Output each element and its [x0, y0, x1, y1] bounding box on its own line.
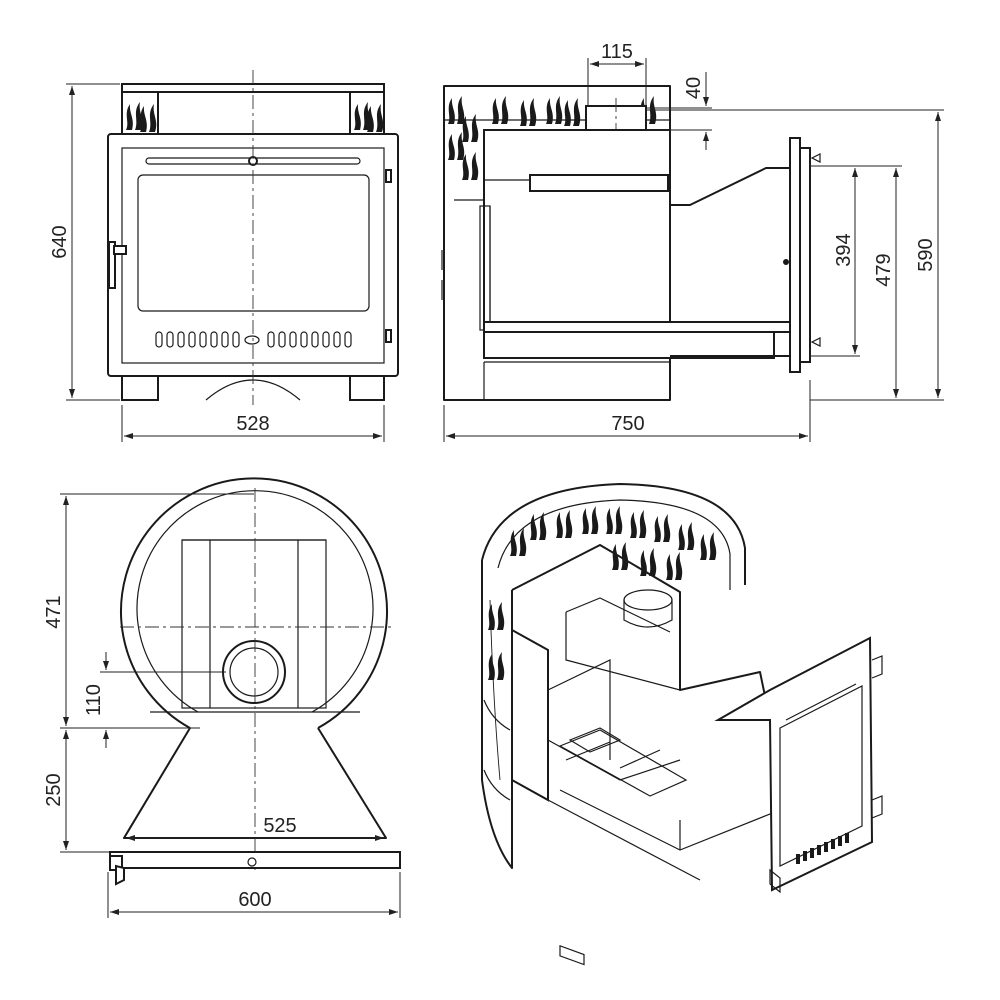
svg-text:750: 750 [611, 413, 644, 435]
iso-outer-shell-side [481, 560, 513, 869]
side-door-panel [789, 137, 801, 373]
iso-inner-top [511, 544, 771, 721]
side-section-view [441, 85, 821, 401]
iso-door-panel [779, 685, 863, 867]
svg-text:471: 471 [43, 595, 65, 628]
side-door-frame [799, 147, 811, 363]
door-479-dimension: 479 [810, 165, 902, 401]
flue-offset-dimension: 110 [83, 652, 226, 748]
iso-grate [559, 945, 585, 966]
front-view [107, 70, 399, 405]
svg-text:394: 394 [833, 233, 855, 266]
plan-door-handle [115, 864, 125, 886]
front-air-slots [155, 331, 352, 348]
door-394-dimension: 394 [810, 165, 860, 357]
svg-text:525: 525 [263, 815, 296, 837]
chimney-diameter-dimension: 115 [587, 41, 647, 106]
front-handle-grip [113, 245, 127, 255]
iso-flue-opening [623, 589, 673, 611]
front-foot-left [121, 375, 159, 401]
isometric-cutaway-view [481, 483, 883, 966]
iso-outer-shell-top [481, 483, 746, 585]
door-frame-width-dimension: 600 [107, 872, 401, 918]
iso-door-slots [796, 833, 849, 864]
front-width-dimension: 528 [121, 405, 385, 442]
side-length-dimension: 750 [443, 380, 811, 442]
plan-flue-outer [222, 640, 286, 704]
plan-depth-dimension: 471 [43, 493, 254, 729]
front-hinge-bottom [385, 329, 392, 343]
svg-text:115: 115 [601, 41, 633, 63]
plan-flue-inner [229, 647, 279, 697]
side-firebox [483, 129, 671, 329]
svg-text:640: 640 [49, 225, 71, 258]
front-door-handle [108, 241, 116, 289]
front-height-dimension: 640 [49, 83, 120, 401]
top-offset-dimension: 40 [646, 72, 712, 150]
svg-text:110: 110 [83, 684, 105, 716]
side-tunnel [670, 167, 791, 357]
side-ash-pan [483, 331, 775, 359]
svg-text:40: 40 [683, 77, 705, 99]
plan-firebox [181, 539, 327, 709]
svg-text:590: 590 [915, 238, 937, 271]
front-glass-window [137, 174, 370, 312]
iso-section-wall [511, 628, 549, 802]
side-height-590-dimension: 590 [646, 109, 944, 401]
tunnel-width-dimension: 525 [126, 815, 384, 841]
side-baffle [529, 174, 669, 192]
front-foot-right [349, 375, 385, 401]
svg-text:250: 250 [43, 773, 65, 806]
svg-text:528: 528 [236, 413, 269, 435]
plan-view [109, 477, 401, 886]
side-grate [483, 321, 807, 333]
svg-text:600: 600 [238, 889, 271, 911]
tunnel-length-dimension: 250 [43, 730, 110, 853]
svg-text:479: 479 [873, 253, 895, 286]
plan-outer-ring [120, 477, 388, 729]
front-hinge-top [385, 169, 392, 183]
